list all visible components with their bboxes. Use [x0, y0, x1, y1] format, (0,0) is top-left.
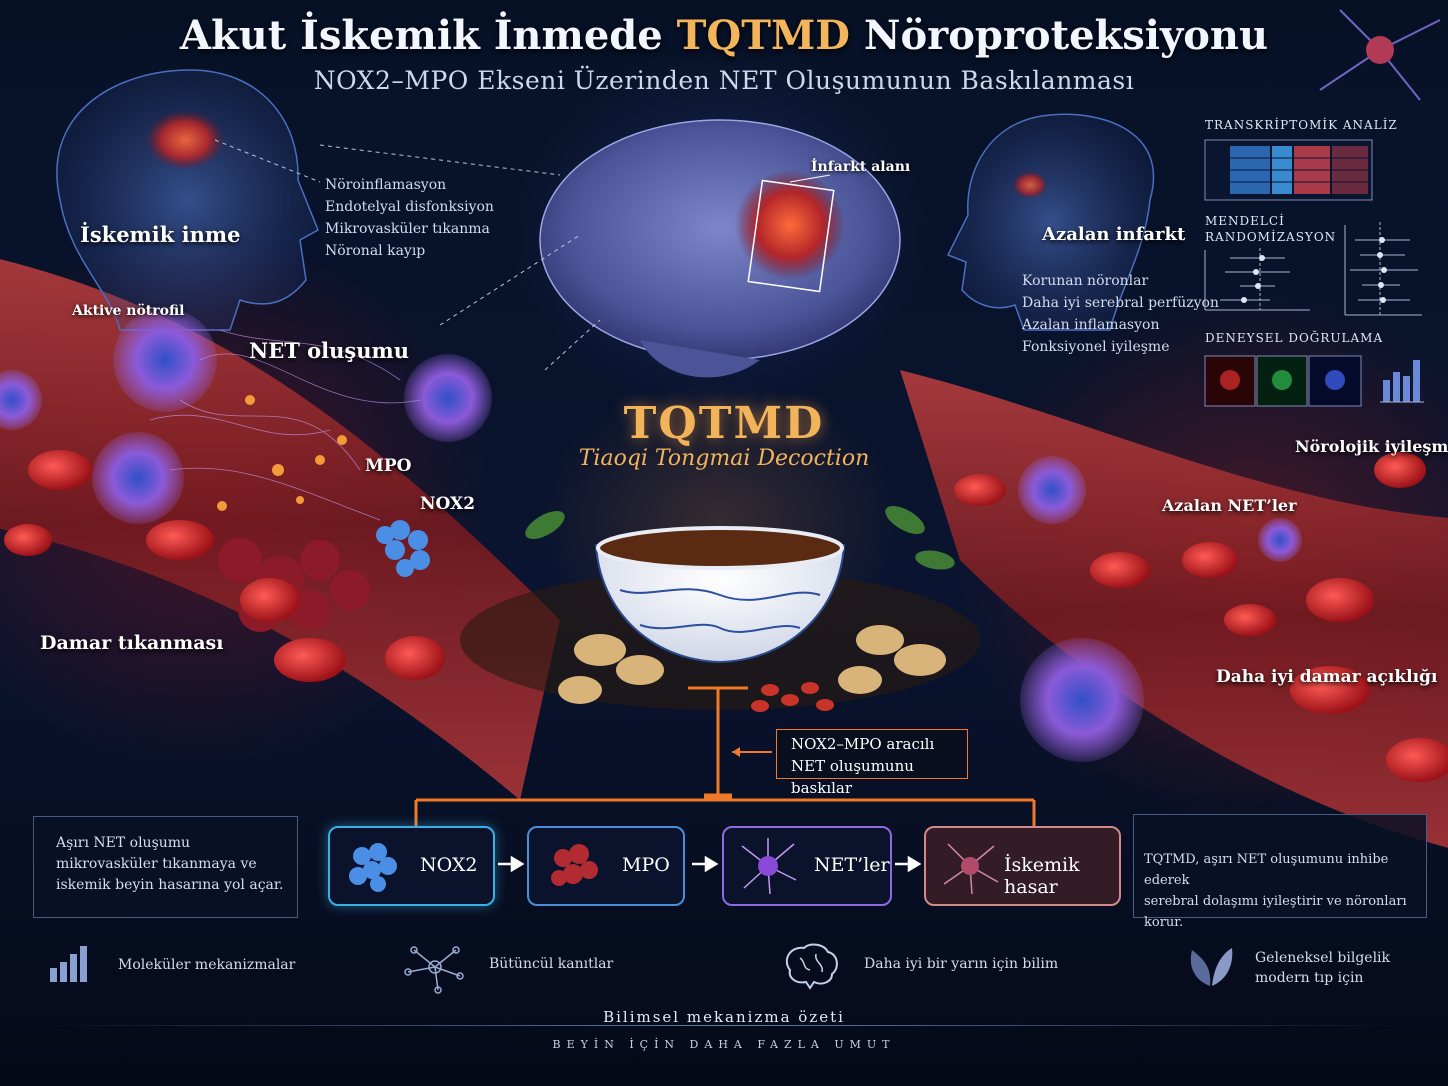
mpo-molecule-icon [551, 844, 598, 886]
neuron-icon [943, 843, 999, 895]
stroke-effect-item: Nöroinflamasyon [325, 177, 447, 193]
flow-step-mpo: MPO [527, 826, 685, 906]
left-note-line: mikrovasküler tıkanmaya ve [56, 856, 257, 872]
footer-label: modern tıp için [1255, 970, 1364, 986]
footer-label: Bütüncül kanıtlar [489, 956, 614, 972]
footer-label: Geleneksel bilgelik [1255, 950, 1391, 966]
net-formation-label: NET oluşumu [249, 338, 409, 363]
flow-step-ischemic-damage: İskemik hasar [924, 826, 1121, 906]
central-brain [539, 119, 901, 361]
brain-icon [785, 943, 838, 990]
flow-step-label: MPO [622, 854, 670, 876]
benefits-list: Korunan nöronlar Daha iyi serebral perfü… [1022, 270, 1219, 358]
bar-chart-icon [50, 946, 87, 982]
neurological-recovery-label: Nörolojik iyileşme [1295, 437, 1448, 456]
nox2-label: NOX2 [420, 494, 476, 514]
stroke-effect-item: Mikrovasküler tıkanma [325, 221, 490, 237]
ischemic-stroke-label: İskemik inme [80, 222, 241, 247]
drug-name: TQTMD [623, 398, 825, 449]
vessel-occlusion-label: Damar tıkanması [40, 632, 224, 654]
flow-step-label: İskemik hasar [1004, 854, 1080, 898]
activated-neutrophil-label: Aktive nötrofil [72, 303, 185, 319]
reduced-infarct-label: Azalan infarkt [1042, 224, 1186, 245]
footer-label: Moleküler mekanizmalar [118, 957, 296, 973]
right-note-line: serebral dolaşımı iyileştirir ve nöronla… [1144, 894, 1407, 930]
summary-caption: Bilimsel mekanizma özeti [603, 1008, 845, 1026]
nox2-molecule-icon [349, 843, 397, 892]
reduced-nets-label: Azalan NET’ler [1162, 496, 1297, 515]
page-subtitle: NOX2–MPO Ekseni Üzerinden NET Oluşumunun… [313, 66, 1135, 95]
left-note-box: Aşırı NET oluşumu mikrovasküler tıkanmay… [33, 816, 298, 918]
inhibition-note: NOX2–MPO aracılı NET oluşumunu baskılar [776, 729, 968, 797]
right-head-silhouette [946, 113, 1155, 331]
flow-step-label: NOX2 [420, 854, 478, 876]
stroke-effect-item: Endotelyal disfonksiyon [325, 199, 494, 215]
page-title: Akut İskemik İnmede TQTMD Nöroproteksiyo… [179, 12, 1269, 59]
inhibition-note-line: NOX2–MPO aracılı [791, 735, 935, 753]
footer-divider [40, 1025, 1408, 1026]
footer-label-group: Geleneksel bilgelik modern tıp için [1255, 948, 1390, 988]
experimental-validation-heading: DENEYSEL DOĞRULAMA [1205, 331, 1384, 345]
footer-label: Daha iyi bir yarın için bilim [864, 956, 1059, 972]
flow-step-label: NET’ler [814, 854, 890, 876]
benefit-item: Azalan inflamasyon [1022, 317, 1160, 333]
stroke-effects-list: Nöroinflamasyon Endotelyal disfonksiyon … [325, 174, 494, 262]
mendelian-randomization-heading: MENDELCİ RANDOMİZASYON [1205, 213, 1336, 245]
infarct-area-label: İnfarkt alanı [811, 159, 911, 175]
left-note-line: Aşırı NET oluşumu [56, 835, 191, 851]
benefit-item: Fonksiyonel iyileşme [1022, 339, 1170, 355]
vessel-patency-label: Daha iyi damar açıklığı [1216, 667, 1438, 687]
herbal-bowl [594, 544, 846, 664]
drug-full-name: Tiaoqi Tongmai Decoction [578, 446, 870, 471]
left-vessel [0, 259, 560, 800]
flow-step-nets: NET’ler [722, 826, 892, 906]
mpo-label: MPO [365, 456, 412, 476]
transcriptomic-analysis-heading: TRANSKRİPTOMİK ANALİZ [1205, 118, 1398, 132]
slogan: BEYİN İÇİN DAHA FAZLA UMUT [552, 1038, 896, 1051]
flow-step-nox2: NOX2 [328, 826, 495, 906]
benefit-item: Korunan nöronlar [1022, 273, 1149, 289]
benefit-item: Daha iyi serebral perfüzyon [1022, 295, 1219, 311]
right-note-line: TQTMD, aşırı NET oluşumunu inhibe ederek [1144, 852, 1389, 888]
mendelian-line: RANDOMİZASYON [1205, 230, 1337, 244]
stroke-effect-item: Nöronal kayıp [325, 243, 426, 259]
right-note-box: TQTMD, aşırı NET oluşumunu inhibe ederek… [1133, 814, 1427, 930]
net-fiber-icon [741, 838, 797, 895]
inhibition-note-line: NET oluşumunu baskılar [791, 757, 914, 797]
left-note-line: iskemik beyin hasarına yol açar. [56, 877, 284, 893]
mendelian-line: MENDELCİ [1205, 214, 1285, 228]
leaf-icon [1190, 948, 1233, 986]
network-icon [404, 946, 464, 994]
